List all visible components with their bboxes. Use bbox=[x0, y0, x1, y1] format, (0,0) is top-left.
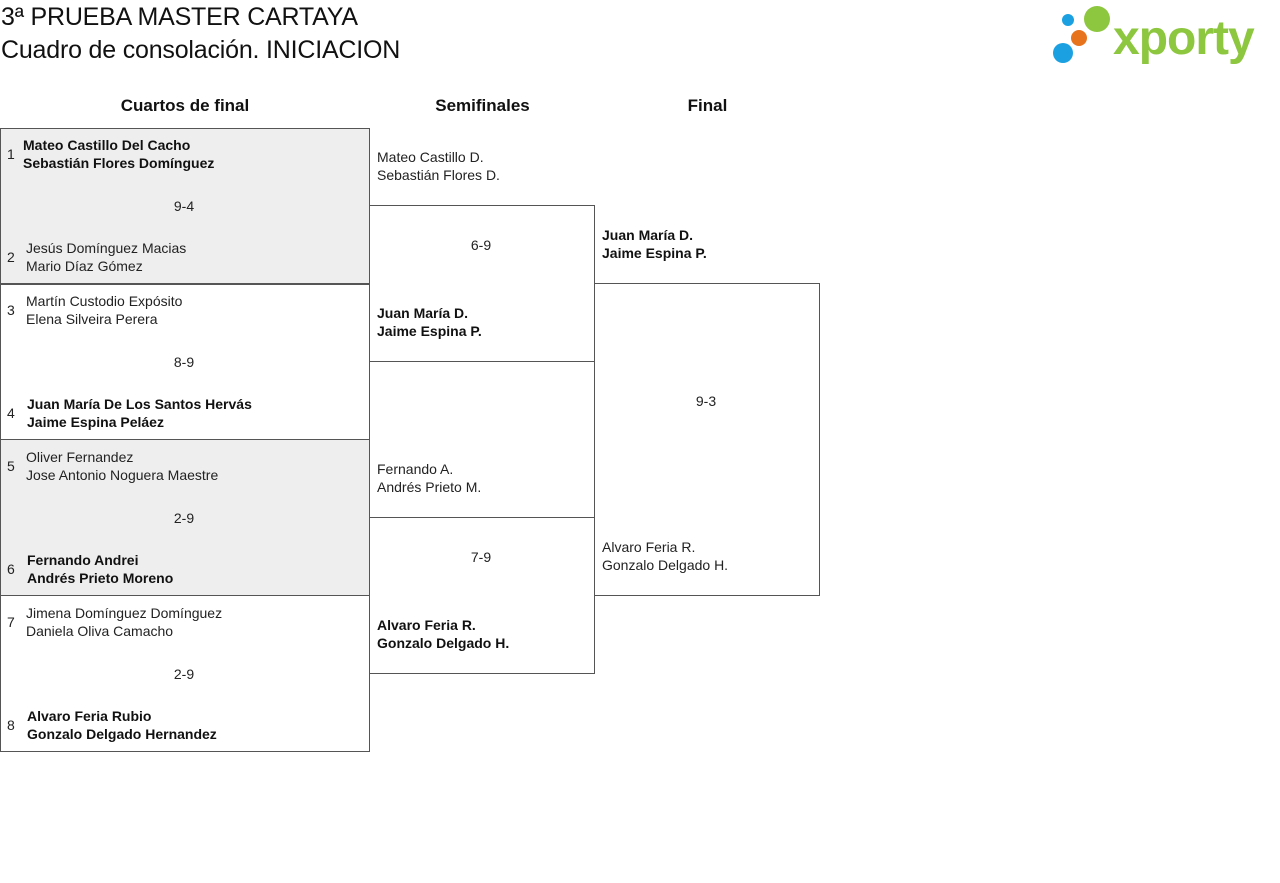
final-match-box bbox=[594, 283, 820, 596]
qf1-team-a[interactable]: Mateo Castillo Del Cacho Sebastián Flore… bbox=[23, 136, 214, 172]
seed-number: 8 bbox=[7, 717, 15, 733]
logo-text: xporty bbox=[1113, 12, 1255, 65]
sf1-team-b[interactable]: Juan María D. Jaime Espina P. bbox=[377, 304, 482, 340]
player-name: Jaime Espina P. bbox=[377, 323, 482, 339]
player-name: Daniela Oliva Camacho bbox=[26, 623, 174, 639]
seed-number: 3 bbox=[7, 302, 15, 318]
player-name: Jaime Espina Peláez bbox=[27, 414, 164, 430]
round-header-final: Final bbox=[687, 96, 728, 115]
player-name: Andrés Prieto Moreno bbox=[27, 570, 174, 586]
qf4-team-b[interactable]: Alvaro Feria Rubio Gonzalo Delgado Herna… bbox=[27, 707, 217, 743]
player-name: Alvaro Feria R. bbox=[602, 539, 696, 555]
qf2-team-b[interactable]: Juan María De Los Santos Hervás Jaime Es… bbox=[27, 395, 252, 431]
player-name: Elena Silveira Perera bbox=[26, 311, 158, 327]
final-team-a[interactable]: Juan María D. Jaime Espina P. bbox=[602, 226, 707, 262]
qf4-team-a[interactable]: Jimena Domínguez Domínguez Daniela Oliva… bbox=[26, 604, 222, 640]
logo-dot-green bbox=[1084, 6, 1110, 32]
final-score: 9-3 bbox=[695, 393, 717, 409]
player-name: Jesús Domínguez Macias bbox=[26, 240, 187, 256]
player-name: Gonzalo Delgado H. bbox=[377, 635, 510, 651]
seed-number: 7 bbox=[7, 614, 15, 630]
player-name: Alvaro Feria R. bbox=[377, 617, 476, 633]
player-name: Fernando A. bbox=[377, 461, 454, 477]
sf2-team-a[interactable]: Fernando A. Andrés Prieto M. bbox=[377, 460, 481, 496]
qf2-score: 8-9 bbox=[173, 354, 195, 370]
qf4-score: 2-9 bbox=[173, 666, 195, 682]
round-header-semifinals: Semifinales bbox=[435, 96, 530, 115]
seed-number: 6 bbox=[7, 561, 15, 577]
player-name: Fernando Andrei bbox=[27, 552, 139, 568]
player-name: Jose Antonio Noguera Maestre bbox=[26, 467, 219, 483]
player-name: Juan María D. bbox=[377, 305, 469, 321]
player-name: Alvaro Feria Rubio bbox=[27, 708, 152, 724]
seed-number: 4 bbox=[7, 405, 15, 421]
qf-match-3-box bbox=[0, 439, 370, 596]
page-title: 3ª PRUEBA MASTER CARTAYA bbox=[1, 3, 358, 31]
seed-number: 2 bbox=[7, 249, 15, 265]
final-team-b[interactable]: Alvaro Feria R. Gonzalo Delgado H. bbox=[602, 538, 728, 574]
sf1-score: 6-9 bbox=[470, 237, 492, 253]
player-name: Andrés Prieto M. bbox=[377, 479, 482, 495]
player-name: Sebastián Flores Domínguez bbox=[23, 155, 215, 171]
qf3-score: 2-9 bbox=[173, 510, 195, 526]
player-name: Oliver Fernandez bbox=[26, 449, 134, 465]
qf3-team-a[interactable]: Oliver Fernandez Jose Antonio Noguera Ma… bbox=[26, 448, 218, 484]
player-name: Juan María D. bbox=[602, 227, 694, 243]
player-name: Gonzalo Delgado H. bbox=[602, 557, 729, 573]
player-name: Mateo Castillo D. bbox=[377, 149, 484, 165]
qf-match-1-box bbox=[0, 128, 370, 285]
seed-number: 1 bbox=[7, 146, 15, 162]
player-name: Juan María De Los Santos Hervás bbox=[27, 396, 252, 412]
logo-dot-orange bbox=[1071, 30, 1087, 46]
player-name: Jaime Espina P. bbox=[602, 245, 707, 261]
sf1-team-a[interactable]: Mateo Castillo D. Sebastián Flores D. bbox=[377, 148, 500, 184]
logo-dot-blue-top bbox=[1062, 14, 1074, 26]
qf2-team-a[interactable]: Martín Custodio Expósito Elena Silveira … bbox=[26, 292, 182, 328]
xporty-logo[interactable]: xporty bbox=[1050, 4, 1276, 66]
logo-dot-blue-bottom bbox=[1053, 43, 1073, 63]
player-name: Gonzalo Delgado Hernandez bbox=[27, 726, 217, 742]
qf1-team-b[interactable]: Jesús Domínguez Macias Mario Díaz Gómez bbox=[26, 239, 186, 275]
player-name: Mateo Castillo Del Cacho bbox=[23, 137, 191, 153]
player-name: Jimena Domínguez Domínguez bbox=[26, 605, 223, 621]
round-header-quarterfinals: Cuartos de final bbox=[120, 96, 250, 115]
player-name: Mario Díaz Gómez bbox=[26, 258, 143, 274]
sf2-score: 7-9 bbox=[470, 549, 492, 565]
player-name: Martín Custodio Expósito bbox=[26, 293, 183, 309]
qf1-score: 9-4 bbox=[173, 198, 195, 214]
seed-number: 5 bbox=[7, 458, 15, 474]
page-subtitle: Cuadro de consolación. INICIACION bbox=[1, 36, 401, 64]
player-name: Sebastián Flores D. bbox=[377, 167, 500, 183]
sf2-team-b[interactable]: Alvaro Feria R. Gonzalo Delgado H. bbox=[377, 616, 509, 652]
qf3-team-b[interactable]: Fernando Andrei Andrés Prieto Moreno bbox=[27, 551, 173, 587]
